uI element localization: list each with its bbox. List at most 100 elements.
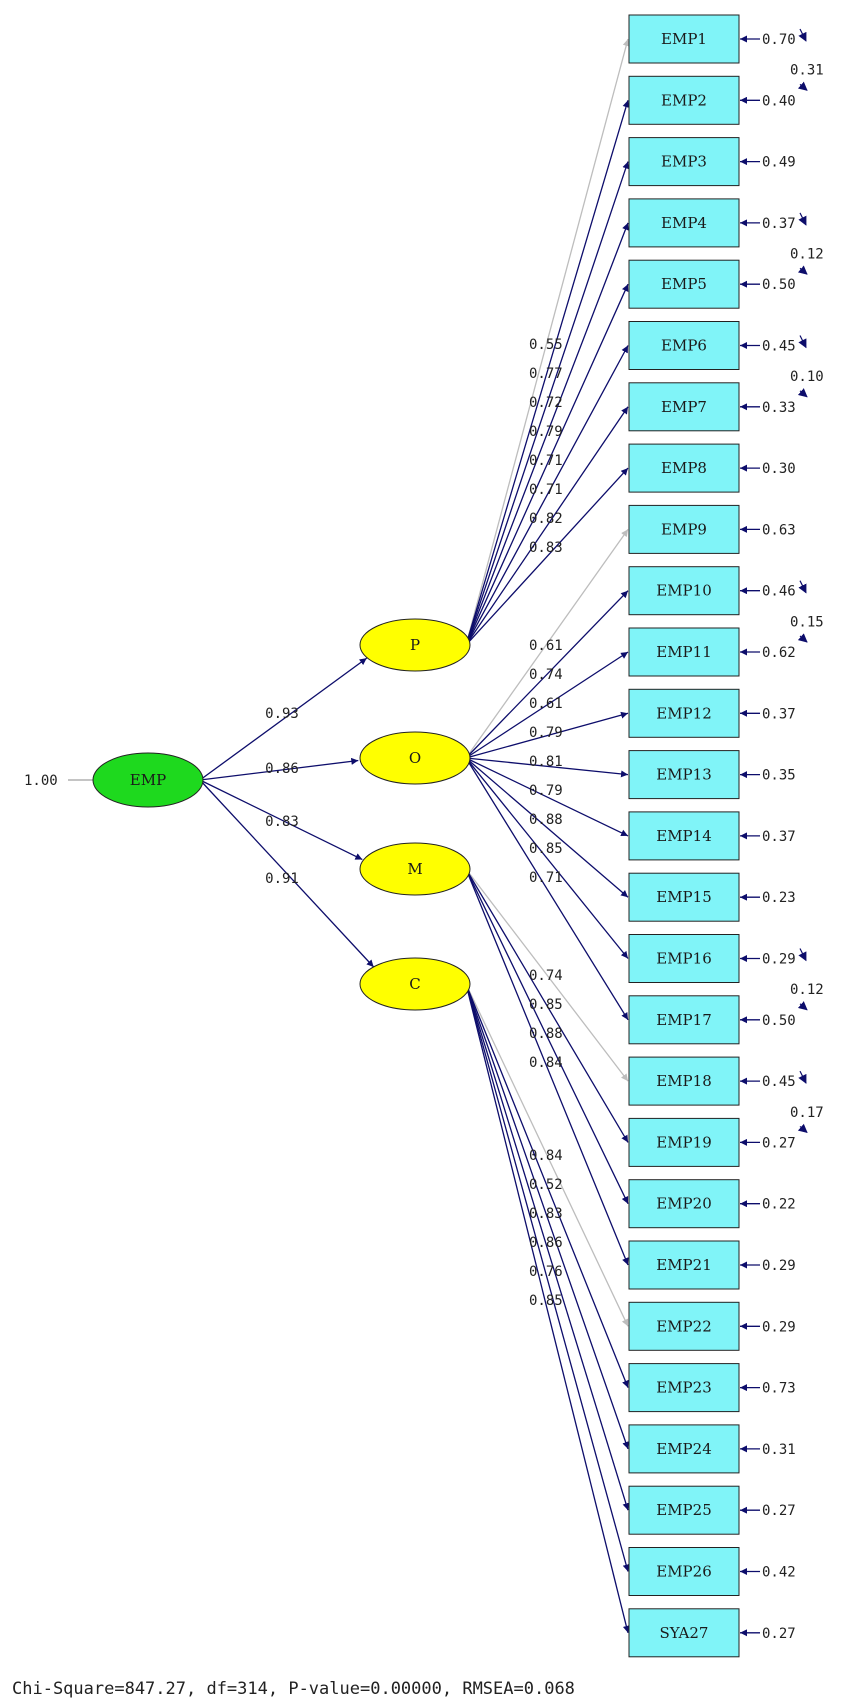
covariance-arrow-bottom-5 bbox=[797, 1001, 808, 1011]
error-variance-emp18: 0.45 bbox=[762, 1074, 796, 1090]
indicator-box-emp6 bbox=[628, 321, 740, 370]
path-m-to-emp19 bbox=[465, 868, 629, 1143]
error-variance-emp5: 0.50 bbox=[762, 277, 796, 293]
path-emp-to-m bbox=[199, 779, 363, 861]
indicator-label-emp2: EMP2 bbox=[661, 91, 707, 109]
path-o-to-emp15 bbox=[465, 757, 629, 898]
path-p-to-emp5 bbox=[465, 283, 629, 646]
indicator-label-emp9: EMP9 bbox=[661, 520, 707, 538]
error-variance-emp25: 0.27 bbox=[762, 1503, 796, 1519]
loading-emp6: 0.71 bbox=[529, 482, 563, 498]
error-variance-emp12: 0.37 bbox=[762, 706, 796, 722]
indicator-box-emp18 bbox=[628, 1056, 740, 1106]
loading-emp2: 0.77 bbox=[529, 366, 563, 382]
loading-sya27: 0.85 bbox=[529, 1293, 563, 1309]
indicator-label-emp20: EMP20 bbox=[656, 1195, 712, 1213]
error-variance-emp24: 0.31 bbox=[762, 1442, 796, 1458]
error-variance-emp26: 0.42 bbox=[762, 1565, 796, 1581]
emp-variance: 1.00 bbox=[24, 773, 58, 789]
error-covariance-6: 0.17 bbox=[790, 1105, 824, 1121]
path-m-to-emp18 bbox=[465, 868, 629, 1082]
loading-emp23: 0.52 bbox=[529, 1177, 563, 1193]
structural-paths bbox=[68, 28, 808, 1637]
indicator-label-sya27: SYA27 bbox=[660, 1624, 709, 1642]
indicator-box-emp9 bbox=[628, 504, 740, 554]
path-c-to-emp26 bbox=[465, 983, 630, 1572]
indicator-label-emp17: EMP17 bbox=[656, 1011, 712, 1029]
loading-emp3: 0.72 bbox=[529, 395, 563, 411]
error-variance-emp15: 0.23 bbox=[762, 890, 796, 906]
indicator-label-emp7: EMP7 bbox=[661, 398, 707, 416]
indicator-label-emp12: EMP12 bbox=[656, 704, 712, 722]
diagram-labels: 0.930.860.830.911.000.550.770.720.790.71… bbox=[24, 30, 824, 1642]
path-p-to-emp7 bbox=[465, 406, 629, 646]
path-emp-to-c bbox=[199, 779, 375, 968]
error-covariance-3: 0.10 bbox=[790, 369, 824, 385]
path-c-to-emp25 bbox=[465, 983, 630, 1511]
error-variance-emp17: 0.50 bbox=[762, 1013, 796, 1029]
indicator-box-emp21 bbox=[628, 1240, 740, 1290]
loading-emp16: 0.85 bbox=[529, 841, 563, 857]
indicator-box-emp24 bbox=[628, 1424, 740, 1474]
loading-emp12: 0.79 bbox=[529, 725, 563, 741]
indicator-label-emp8: EMP8 bbox=[661, 459, 707, 477]
error-variance-emp6: 0.45 bbox=[762, 339, 796, 355]
indicator-box-sya27 bbox=[628, 1608, 740, 1658]
diagram-nodes bbox=[92, 14, 740, 1658]
indicator-box-emp10 bbox=[628, 566, 740, 616]
path-o-to-emp11 bbox=[465, 651, 629, 759]
indicator-box-emp16 bbox=[628, 934, 740, 983]
indicator-box-emp13 bbox=[628, 750, 740, 800]
factor-oval-o bbox=[359, 731, 471, 785]
indicator-box-emp26 bbox=[628, 1547, 740, 1596]
error-variance-emp19: 0.27 bbox=[762, 1135, 796, 1151]
loading-emp19: 0.85 bbox=[529, 997, 563, 1013]
path-o-to-emp16 bbox=[465, 757, 629, 959]
factor-label-c: C bbox=[409, 975, 420, 993]
path-c-to-emp24 bbox=[465, 983, 630, 1450]
path-p-to-emp4 bbox=[465, 222, 629, 646]
indicator-label-emp5: EMP5 bbox=[661, 275, 707, 293]
factor-label-p: P bbox=[410, 636, 420, 654]
path-p-to-emp2 bbox=[465, 100, 630, 646]
path-o-to-emp12 bbox=[465, 711, 629, 759]
indicator-label-emp11: EMP11 bbox=[656, 643, 712, 661]
loading-emp18: 0.74 bbox=[529, 968, 563, 984]
covariance-arrow-bottom-6 bbox=[797, 1123, 808, 1133]
path-o-to-emp14 bbox=[465, 757, 629, 837]
indicator-label-emp24: EMP24 bbox=[656, 1440, 712, 1458]
path-o-to-emp9 bbox=[465, 529, 629, 759]
path-emp-to-p bbox=[199, 657, 368, 781]
path-p-to-emp8 bbox=[465, 467, 629, 646]
indicator-label-emp13: EMP13 bbox=[656, 766, 712, 784]
path-o-to-emp10 bbox=[465, 590, 629, 759]
covariance-arrow-top-2 bbox=[798, 212, 807, 226]
indicator-label-emp10: EMP10 bbox=[656, 582, 712, 600]
path-m-to-emp21 bbox=[465, 868, 629, 1266]
loading-emp-c: 0.91 bbox=[265, 871, 299, 887]
covariance-arrow-bottom-1 bbox=[797, 81, 808, 91]
error-variance-emp14: 0.37 bbox=[762, 829, 796, 845]
indicator-box-emp20 bbox=[628, 1179, 740, 1229]
loading-emp15: 0.88 bbox=[529, 812, 563, 828]
covariance-arrow-top-4 bbox=[798, 580, 807, 594]
loading-emp1: 0.55 bbox=[529, 337, 563, 353]
loading-emp22: 0.84 bbox=[529, 1148, 563, 1164]
indicator-box-emp17 bbox=[628, 995, 740, 1045]
covariance-arrow-top-3 bbox=[798, 335, 807, 349]
loading-emp5: 0.71 bbox=[529, 453, 563, 469]
path-c-to-emp22 bbox=[465, 983, 629, 1327]
indicator-label-emp21: EMP21 bbox=[656, 1256, 712, 1274]
error-variance-emp2: 0.40 bbox=[762, 93, 796, 109]
second-order-oval-emp bbox=[92, 752, 204, 808]
covariance-arrow-top-5 bbox=[798, 948, 807, 962]
loading-emp21: 0.84 bbox=[529, 1055, 563, 1071]
loading-emp20: 0.88 bbox=[529, 1026, 563, 1042]
indicator-label-emp6: EMP6 bbox=[661, 337, 707, 355]
indicator-label-emp23: EMP23 bbox=[656, 1379, 712, 1397]
path-p-to-emp3 bbox=[465, 161, 630, 646]
error-variance-emp3: 0.49 bbox=[762, 155, 796, 171]
fit-statistics: Chi-Square=847.27, df=314, P-value=0.000… bbox=[12, 1679, 575, 1699]
covariance-arrow-bottom-2 bbox=[797, 265, 808, 275]
indicator-label-emp22: EMP22 bbox=[656, 1317, 712, 1335]
